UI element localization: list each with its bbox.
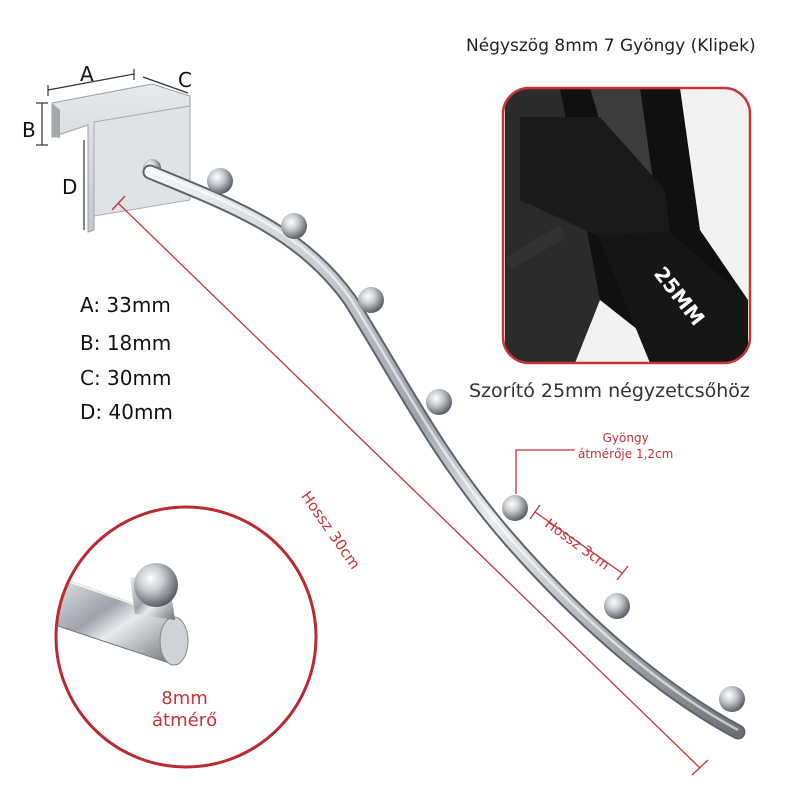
- dimension-b: B: 18mm: [80, 331, 172, 355]
- bead: [426, 389, 452, 415]
- diameter-line2: átmérő: [152, 710, 218, 731]
- bead: [719, 686, 745, 712]
- dimension-guides: [36, 69, 189, 230]
- rod-diameter-label: 8mm átmérő: [152, 688, 217, 732]
- dimension-letter-d: D: [62, 175, 78, 199]
- dimension-letter-a: A: [80, 62, 94, 86]
- clip-bracket: [51, 83, 191, 233]
- bead-label-line1: Gyöngy: [602, 431, 649, 445]
- dimension-letter-c: C: [178, 68, 192, 92]
- beads: [207, 168, 745, 712]
- dimension-a: A: 33mm: [80, 293, 171, 317]
- zoom-tube-detail: [501, 86, 752, 365]
- bead: [207, 168, 233, 194]
- bead: [358, 287, 384, 313]
- dimension-letter-b: B: [22, 118, 36, 142]
- product-title: Négyszög 8mm 7 Gyöngy (Klipek): [466, 36, 756, 56]
- diameter-line1: 8mm: [161, 688, 208, 709]
- bead: [281, 213, 307, 239]
- bead-diameter-label: Gyöngy átmérője 1,2cm: [578, 430, 673, 462]
- bead-label-line2: átmérője 1,2cm: [578, 447, 674, 461]
- dimension-d: D: 40mm: [80, 400, 173, 424]
- zoom-rod-detail: [54, 505, 318, 769]
- dimension-c: C: 30mm: [80, 366, 172, 390]
- bead: [604, 593, 630, 619]
- clamp-label: Szorító 25mm négyzetcsőhöz: [469, 380, 750, 402]
- hook-bar: [142, 164, 746, 740]
- bead: [502, 495, 528, 521]
